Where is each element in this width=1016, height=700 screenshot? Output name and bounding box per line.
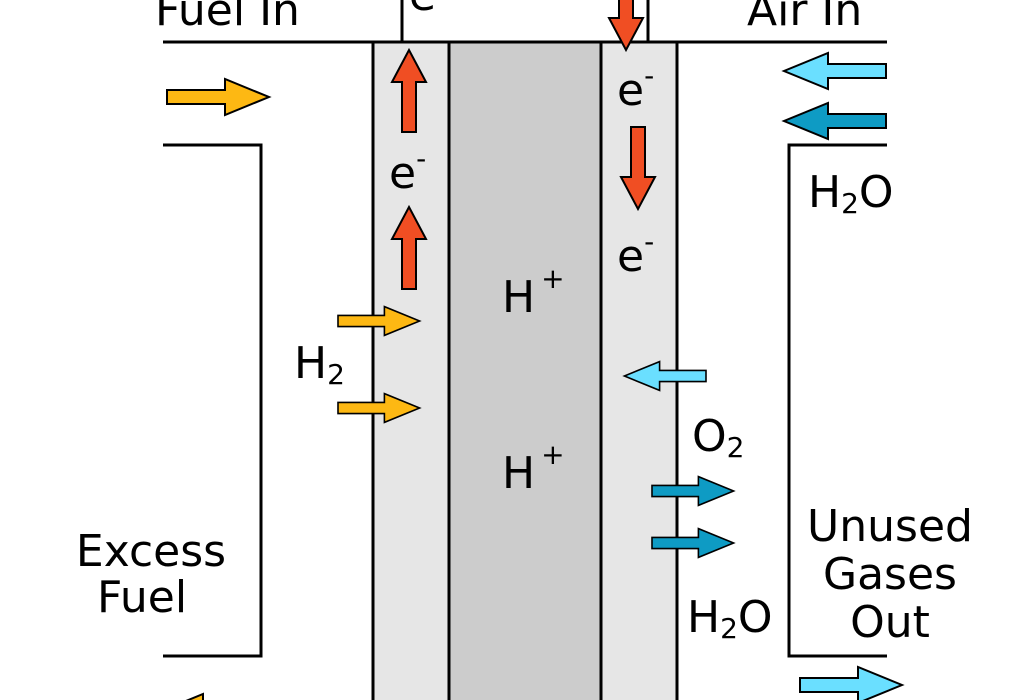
o2-label: O2 <box>692 411 744 464</box>
electron-label-anode: e- <box>389 142 426 199</box>
external-circuit-wire <box>400 0 650 42</box>
air-channel-wall <box>787 143 887 658</box>
water-in-arrow-icon <box>783 102 887 140</box>
unused-gases-arrow-icon <box>799 666 903 700</box>
unused-gases-label-line2: Gases <box>823 549 957 600</box>
water-label-bottom: H2O <box>687 592 773 645</box>
air-in-label: Air In <box>747 0 862 36</box>
water-label-top: H2O <box>808 167 894 220</box>
fuel-in-label: Fuel In <box>155 0 300 36</box>
hydrogen-ion-label-2: H+ <box>502 438 565 499</box>
hydrogen-ion-label-1: H+ <box>502 262 565 323</box>
labels: Fuel In Air In e e- e- e- H+ H+ H2 O2 H2… <box>76 0 973 648</box>
electron-label-top: e <box>409 0 436 21</box>
unused-gases-label-line3: Out <box>850 597 930 648</box>
electron-label-cathode-1: e- <box>617 59 654 116</box>
anode <box>371 40 451 700</box>
fuel-channel-wall <box>163 143 263 658</box>
cell-layers <box>371 40 679 700</box>
water-arrows <box>651 102 887 559</box>
excess-fuel-arrow-icon <box>158 693 262 700</box>
air-in-arrow-icon <box>783 52 887 90</box>
fuel-in-arrow-icon <box>166 78 270 116</box>
electron-label-cathode-2: e- <box>617 225 654 282</box>
electrolyte <box>447 40 603 700</box>
unused-gases-label-line1: Unused <box>807 501 973 552</box>
excess-fuel-label-line1: Excess <box>76 526 226 577</box>
h2-label: H2 <box>294 338 345 391</box>
channel-outlines <box>163 0 887 658</box>
excess-fuel-label-line2: Fuel <box>97 572 187 623</box>
